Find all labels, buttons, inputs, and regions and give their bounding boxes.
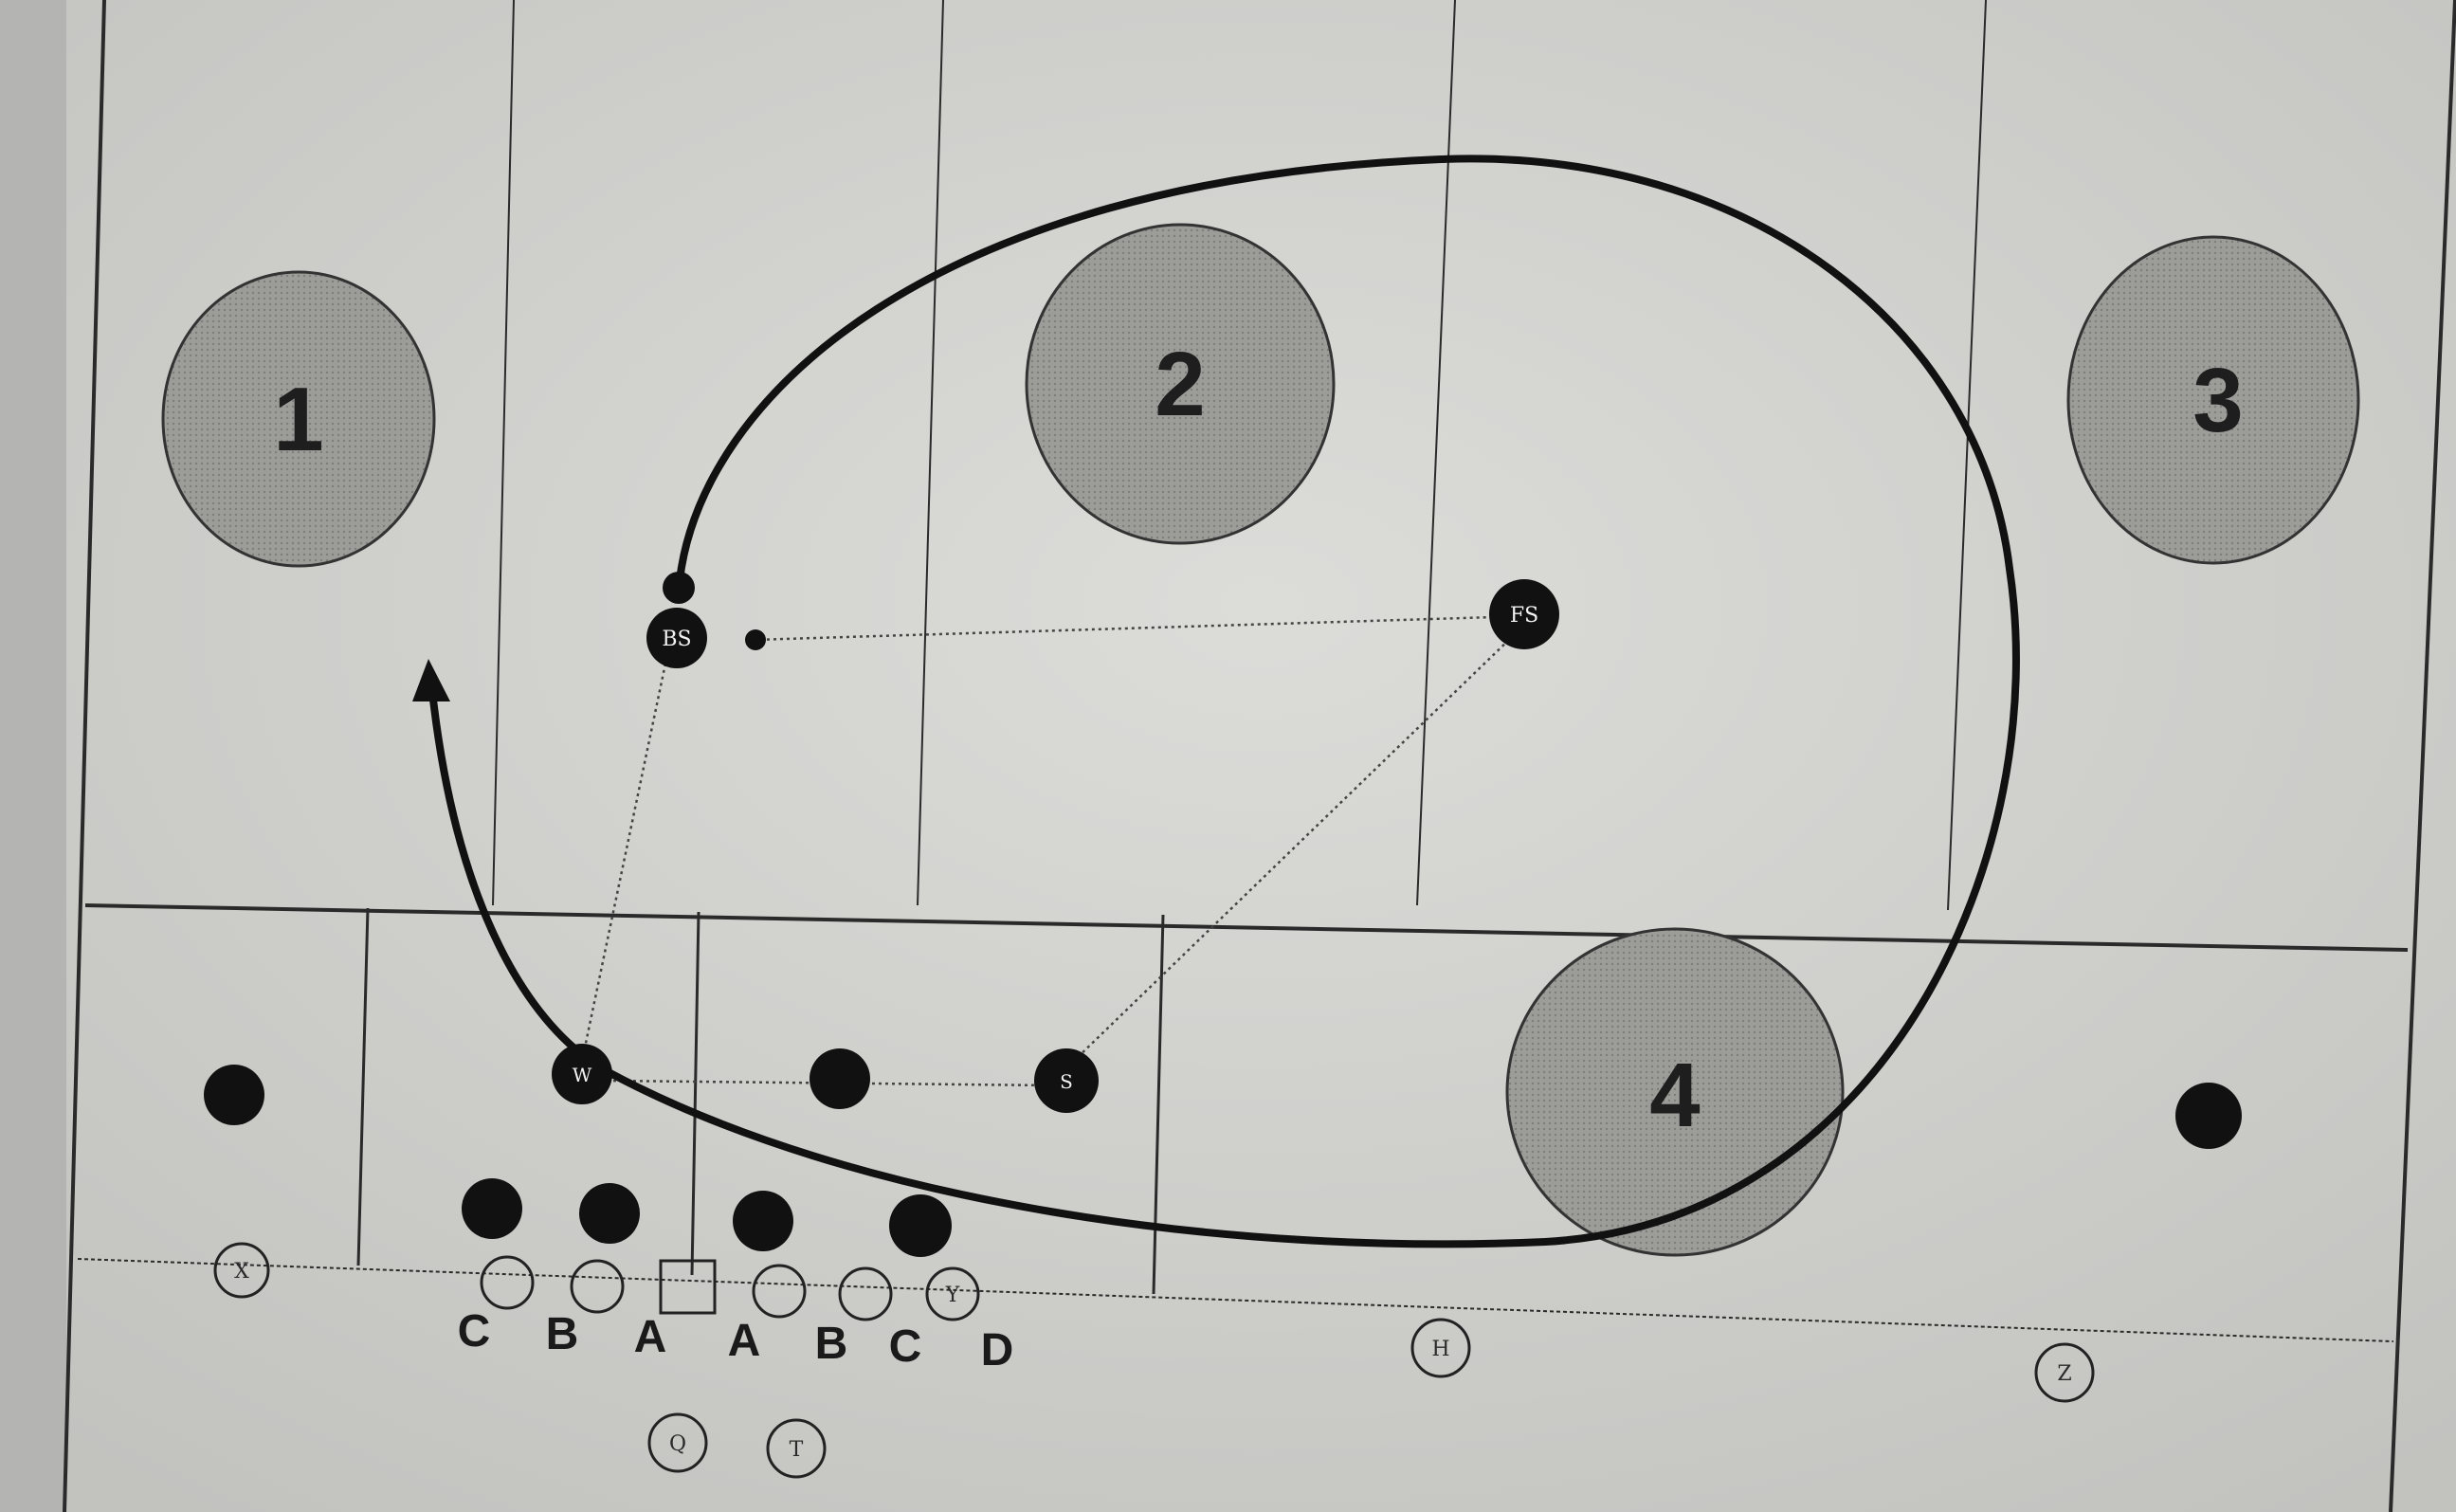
tailback-t: T — [766, 1418, 827, 1479]
receiver-z-label: Z — [2057, 1362, 2071, 1386]
defenders: BS FS W S — [204, 572, 2242, 1257]
w-to-s-line — [606, 1079, 1053, 1087]
gap-label-left-c: C — [458, 1306, 491, 1357]
underneath-zone-divider-2 — [690, 911, 700, 1276]
right-guard — [752, 1264, 807, 1319]
underneath-zone-divider-3 — [1152, 914, 1165, 1295]
defender-left-corner — [204, 1065, 264, 1125]
zone-2-label: 2 — [1155, 334, 1205, 435]
scrimmage-line — [77, 1258, 2394, 1342]
receiver-x: X — [213, 1242, 270, 1299]
underneath-zone-divider-1 — [356, 907, 370, 1266]
gap-label-right-b: B — [815, 1319, 848, 1369]
tight-end-y: Y — [925, 1266, 980, 1321]
zone-3-label: 3 — [2192, 350, 2243, 451]
bs-route-start-dot — [663, 572, 695, 604]
tight-end-y-label: Y — [945, 1284, 960, 1307]
right-tackle — [838, 1266, 893, 1321]
receiver-h-label: H — [1431, 1338, 1449, 1361]
zone-2: 2 — [1025, 223, 1336, 545]
gap-label-left-b: B — [546, 1309, 579, 1359]
defender-bs: BS — [646, 608, 707, 668]
defensive-lineman-4 — [889, 1194, 952, 1257]
defensive-lineman-2 — [579, 1183, 640, 1244]
gap-label-left-a: A — [634, 1312, 667, 1362]
defender-mike — [810, 1048, 870, 1109]
zone-4-label: 4 — [1649, 1045, 1700, 1146]
zone-1: 1 — [161, 270, 436, 568]
fs-to-s-line — [1072, 634, 1515, 1063]
offensive-line — [480, 1255, 893, 1321]
assignment-lines — [583, 614, 1525, 1087]
zone-1-label: 1 — [273, 369, 323, 470]
zone-3: 3 — [2066, 235, 2360, 565]
defensive-lineman-3 — [733, 1191, 793, 1251]
receiver-h: H — [1410, 1318, 1471, 1378]
deep-zone-divider-3 — [1416, 0, 1456, 906]
left-guard — [570, 1259, 625, 1314]
deep-zone-divider-2 — [917, 0, 944, 906]
rotation-loop-path — [428, 155, 2020, 1248]
field-left-boundary — [63, 0, 106, 1512]
left-tackle — [480, 1255, 535, 1310]
receiver-x-label: X — [234, 1260, 249, 1284]
defender-fs: FS — [1489, 579, 1559, 649]
line-of-scrimmage-box-top — [84, 903, 2409, 952]
paper-sheet — [66, 0, 2456, 1512]
defender-s: S — [1034, 1048, 1099, 1113]
field-lines — [63, 0, 2456, 1512]
gap-label-right-a: A — [728, 1316, 761, 1366]
defender-right-corner — [2175, 1083, 2242, 1149]
defender-bs-label: BS — [662, 628, 691, 651]
defender-w: W — [552, 1044, 612, 1104]
deep-zone-divider-1 — [492, 0, 515, 906]
defensive-lineman-1 — [462, 1178, 522, 1239]
route-end-dot — [745, 629, 766, 650]
gap-labels: C B A A B C D — [458, 1306, 1014, 1375]
deep-zone-divider-4 — [1947, 0, 1987, 911]
defender-s-label: S — [1060, 1070, 1073, 1093]
tailback-t-label: T — [790, 1438, 804, 1462]
bs-to-w-line — [583, 663, 667, 1048]
gap-label-right-c: C — [889, 1321, 922, 1372]
route-arrowhead-icon — [412, 659, 450, 701]
defender-w-label: W — [573, 1064, 592, 1086]
receiver-z: Z — [2034, 1342, 2095, 1403]
field-right-boundary — [2389, 0, 2456, 1512]
zone-4: 4 — [1505, 927, 1845, 1257]
quarterback-q-label: Q — [669, 1432, 686, 1456]
bs-to-fs-line — [753, 614, 1525, 642]
defender-fs-label: FS — [1510, 604, 1538, 628]
center-square — [659, 1259, 717, 1315]
quarterback-q: Q — [647, 1412, 708, 1473]
offense-skill-players: X Y H Z Q T — [213, 1242, 2095, 1479]
gap-label-d: D — [981, 1325, 1014, 1375]
